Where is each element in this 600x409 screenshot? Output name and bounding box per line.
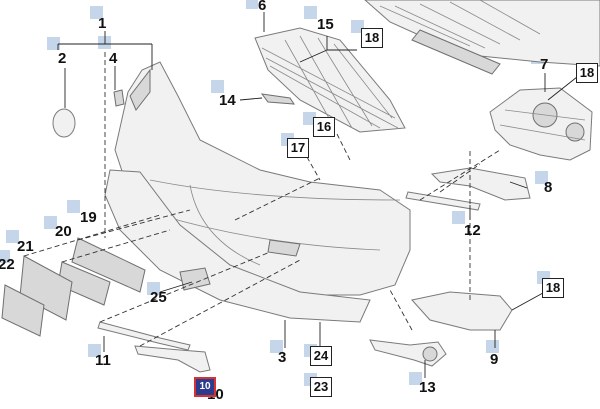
- callout-16: 16: [313, 117, 335, 137]
- callout-4: 4: [109, 50, 118, 67]
- lower-spoiler-part: [104, 169, 371, 323]
- lower-grille-part: [411, 291, 513, 331]
- strip-19-part: [71, 237, 146, 293]
- tow-hook-cover-part: [52, 108, 76, 138]
- strip-21-part: [19, 255, 73, 321]
- callout-24: 24: [310, 346, 332, 366]
- fog-lamp-part: [369, 339, 447, 367]
- callout-15: 15: [317, 16, 334, 33]
- lower-trim-part: [405, 191, 481, 211]
- license-bracket-part: [179, 267, 211, 291]
- trim-11-part: [97, 321, 191, 351]
- callout-23: 23: [310, 377, 332, 397]
- callout-25: 25: [150, 289, 167, 306]
- callout-9: 9: [490, 351, 499, 368]
- callout-14: 14: [219, 92, 236, 109]
- callout-11: 11: [95, 352, 111, 369]
- upper-reinforcement-part: [364, 0, 600, 75]
- callout-13: 13: [419, 379, 436, 396]
- callout-18-right: 18: [576, 63, 598, 83]
- callout-1: 1: [98, 15, 107, 32]
- callout-17: 17: [287, 138, 309, 158]
- callout-18-lower: 18: [542, 278, 564, 298]
- bracket-part: [260, 93, 295, 105]
- callout-20: 20: [55, 223, 72, 240]
- callout-19: 19: [80, 209, 97, 226]
- callout-3: 3: [278, 349, 287, 366]
- side-trim-part: [430, 167, 531, 201]
- callout-8: 8: [544, 179, 553, 196]
- callout-21: 21: [17, 238, 34, 255]
- trim-10-part: [134, 345, 211, 373]
- upper-grille-part: [254, 27, 406, 133]
- callout-18-top: 18: [361, 28, 383, 48]
- selected-part-highlight[interactable]: 10: [194, 377, 216, 397]
- strip-22-part: [1, 284, 45, 337]
- callout-12: 12: [464, 222, 481, 239]
- tow-hook-part: [113, 89, 125, 107]
- headlight-bracket-part: [489, 87, 593, 161]
- callout-22: 22: [0, 256, 15, 273]
- callout-7: 7: [540, 56, 549, 73]
- callout-6: 6: [258, 0, 267, 14]
- callout-2: 2: [58, 50, 67, 67]
